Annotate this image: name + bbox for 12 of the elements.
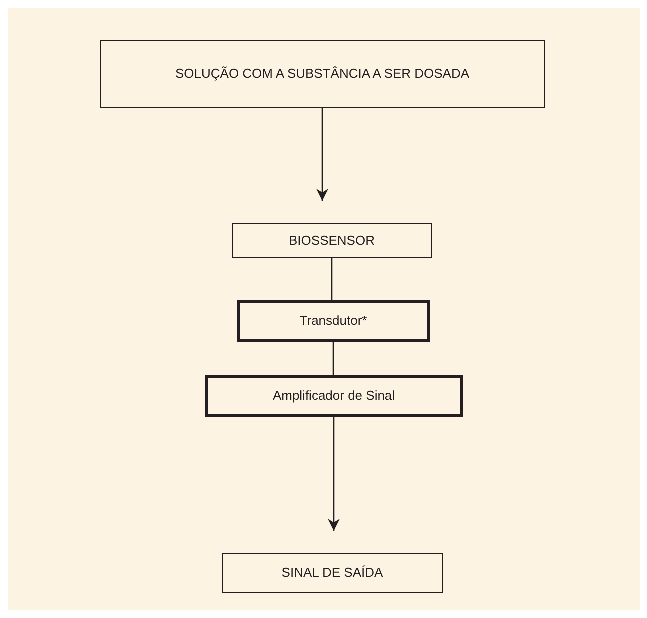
- process-box: [232, 223, 432, 258]
- process-box: [237, 300, 430, 342]
- process-box: [100, 40, 545, 108]
- box-label: SINAL DE SAÍDA: [282, 564, 384, 582]
- box-label: Amplificador de Sinal: [272, 387, 396, 406]
- process-box: [222, 553, 443, 593]
- box-label: Transdutor*: [300, 312, 368, 330]
- arrow: [328, 417, 340, 531]
- process-box: [205, 375, 463, 417]
- arrow: [316, 108, 328, 201]
- box-label: BIOSSENSOR: [289, 232, 375, 250]
- box-label: SOLUÇÃO COM A SUBSTÂNCIA A SER DOSADA: [175, 65, 470, 84]
